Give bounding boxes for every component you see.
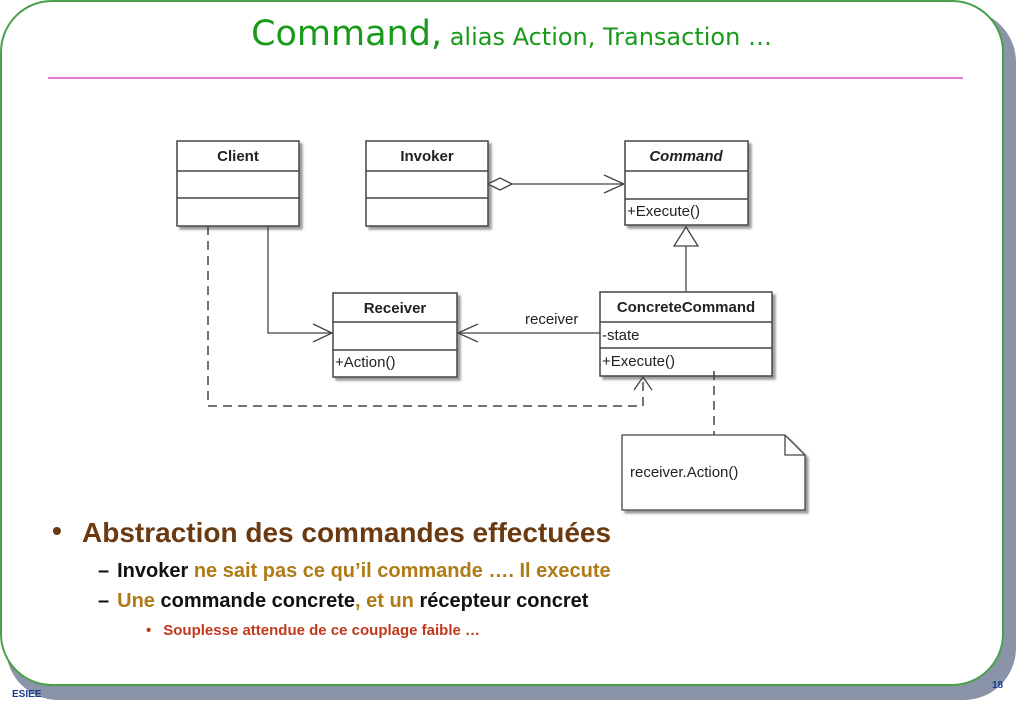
item1-rest: ne sait pas ce qu’il commande …. Il exec… (188, 560, 611, 582)
item1-subject: Invoker (117, 560, 189, 582)
item2-part-a: Une (117, 590, 155, 612)
item2-part-b: commande concrete (154, 590, 355, 612)
bullet-level1-text: Abstraction des commandes effectuées (82, 517, 612, 548)
dash-marker: – (98, 560, 110, 582)
title-subtitle: alias Action, Transaction … (442, 23, 772, 51)
footer-brand: ESIEE (12, 689, 42, 700)
command-execute-op: +Execute() (627, 203, 700, 220)
slide-frame (0, 0, 1004, 686)
bullet-dot: • (146, 622, 152, 639)
title-divider (48, 77, 963, 79)
bullet-item1: –Invoker ne sait pas ce qu’il commande …… (98, 560, 611, 583)
generalization-concrete-command (672, 225, 700, 292)
item3-text: Souplesse attendue de ce couplage faible… (163, 622, 481, 639)
client-class-name: Client (217, 148, 259, 165)
receiver-class (332, 292, 458, 378)
concrete-command-state-attr: -state (602, 327, 640, 344)
association-receiver (456, 323, 600, 343)
note-text: receiver.Action() (630, 464, 738, 481)
invoker-class (365, 140, 489, 227)
slide-title: Command, alias Action, Transaction … (0, 14, 1023, 54)
receiver-class-name: Receiver (364, 300, 427, 317)
page-number: 18 (992, 680, 1004, 691)
item2-part-d: récepteur concret (413, 590, 589, 612)
aggregation-invoker-command (486, 174, 626, 194)
title-main: Command, (251, 14, 443, 54)
concrete-command-class-name: ConcreteCommand (617, 299, 755, 316)
association-label: receiver (525, 311, 578, 328)
concrete-command-class (599, 291, 773, 377)
invoker-class-name: Invoker (400, 148, 454, 165)
bullet-dot: • (52, 515, 62, 546)
item2-part-c: , et un (355, 590, 414, 612)
association-client-receiver (267, 226, 334, 343)
dependency-client-concrete-command (207, 226, 653, 407)
bullet-item3: • Souplesse attendue de ce couplage faibl… (146, 622, 480, 639)
receiver-action-op: +Action() (335, 354, 395, 371)
dash-marker: – (98, 590, 110, 612)
note (621, 434, 806, 511)
command-class-name: Command (649, 148, 723, 165)
command-class (624, 140, 749, 226)
concrete-command-execute-op: +Execute() (602, 353, 675, 370)
bullet-item2: –Une commande concrete, et un récepteur … (98, 590, 588, 613)
client-class (176, 140, 300, 227)
